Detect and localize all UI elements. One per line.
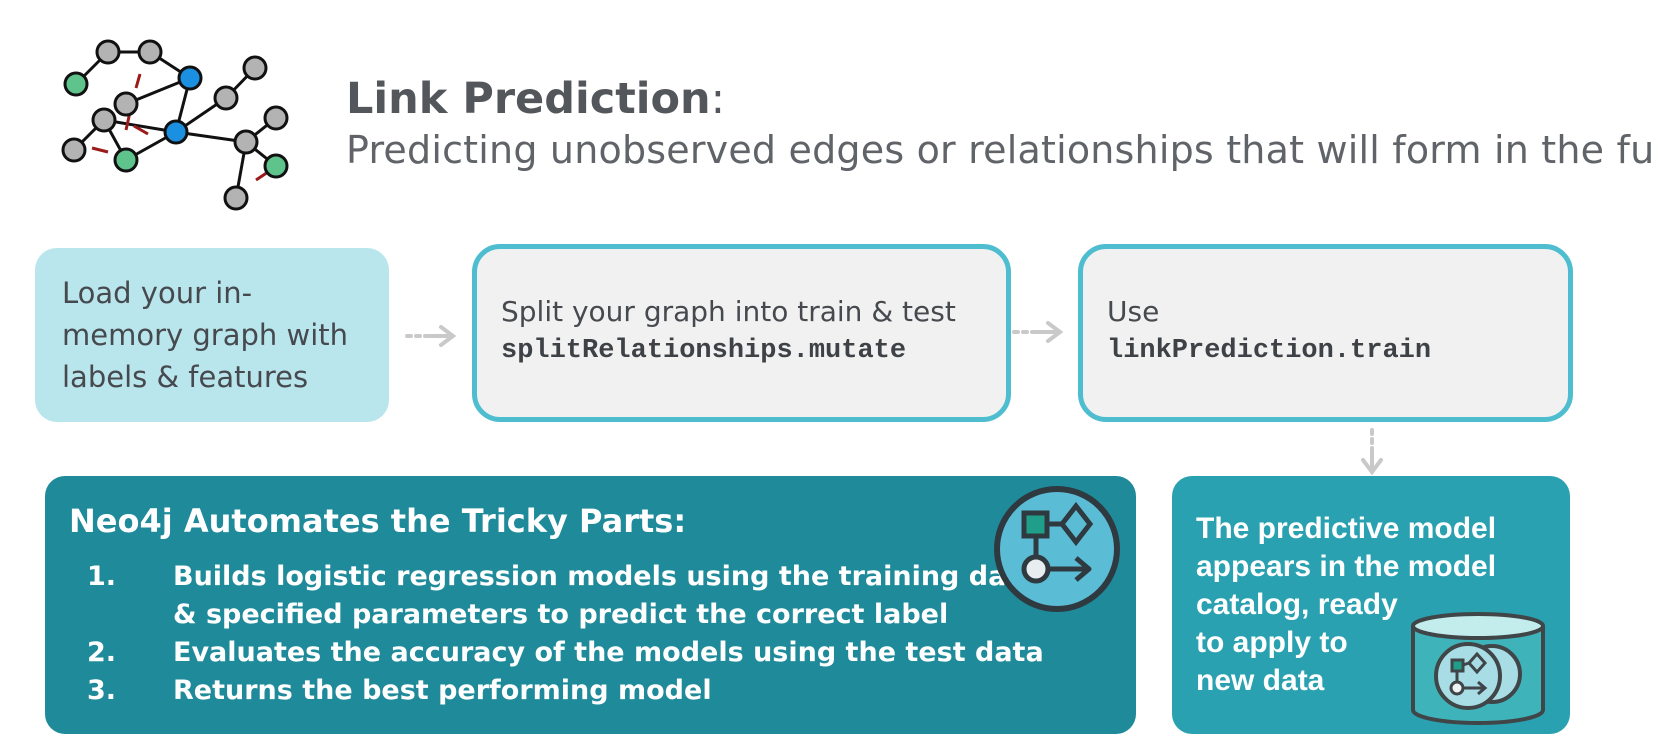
model-text-line: to apply to	[1196, 626, 1348, 659]
automation-title: Neo4j Automates the Tricky Parts:	[69, 502, 687, 540]
model-text-line: catalog, ready	[1196, 588, 1398, 621]
split-step-text: Split your graph into train & test	[501, 295, 956, 328]
title-text: Link Prediction	[346, 74, 711, 124]
graph-network-icon	[61, 39, 289, 211]
page-title: Link Prediction:	[346, 74, 725, 124]
arrow-right-icon	[1012, 321, 1064, 343]
workflow-icon	[994, 486, 1120, 612]
load-graph-step: Load your in- memory graph with labels &…	[35, 248, 389, 422]
step-text-line: Returns the best performing model	[173, 675, 712, 706]
model-text-line: The predictive model	[1196, 512, 1497, 545]
split-graph-step: Split your graph into train & test split…	[472, 244, 1011, 422]
page-subtitle: Predicting unobserved edges or relations…	[346, 128, 1654, 172]
train-step-code: linkPrediction.train	[1107, 336, 1432, 366]
step-text-line: & specified parameters to predict the co…	[173, 599, 949, 630]
model-text-line: appears in the model	[1196, 550, 1497, 583]
model-catalog-text: The predictive model appears in the mode…	[1196, 510, 1536, 700]
automation-step-3: 3. Returns the best performing model	[87, 672, 987, 710]
arrow-right-icon	[405, 325, 457, 347]
automation-step-1: 1. Builds logistic regression models usi…	[87, 558, 1037, 634]
load-line-3: labels & features	[62, 360, 309, 394]
automation-step-2: 2. Evaluates the accuracy of the models …	[87, 634, 1044, 672]
step-number: 3.	[87, 675, 117, 706]
model-text-line: new data	[1196, 664, 1325, 697]
train-model-step: Use linkPrediction.train	[1078, 244, 1573, 422]
title-colon: :	[710, 74, 726, 124]
train-step-text: Use	[1107, 295, 1160, 328]
split-step-code: splitRelationships.mutate	[501, 336, 907, 366]
load-line-2: memory graph with	[62, 318, 349, 352]
load-line-1: Load your in-	[62, 276, 253, 310]
step-text-line: Evaluates the accuracy of the models usi…	[173, 637, 1044, 668]
automation-panel: Neo4j Automates the Tricky Parts: 1. Bui…	[45, 476, 1136, 734]
step-text-line: Builds logistic regression models using …	[173, 561, 1038, 592]
model-catalog-icon	[1411, 612, 1545, 725]
arrow-down-icon	[1361, 428, 1383, 476]
model-catalog-panel: The predictive model appears in the mode…	[1172, 476, 1570, 734]
step-number: 2.	[87, 637, 117, 668]
step-number: 1.	[87, 561, 117, 592]
